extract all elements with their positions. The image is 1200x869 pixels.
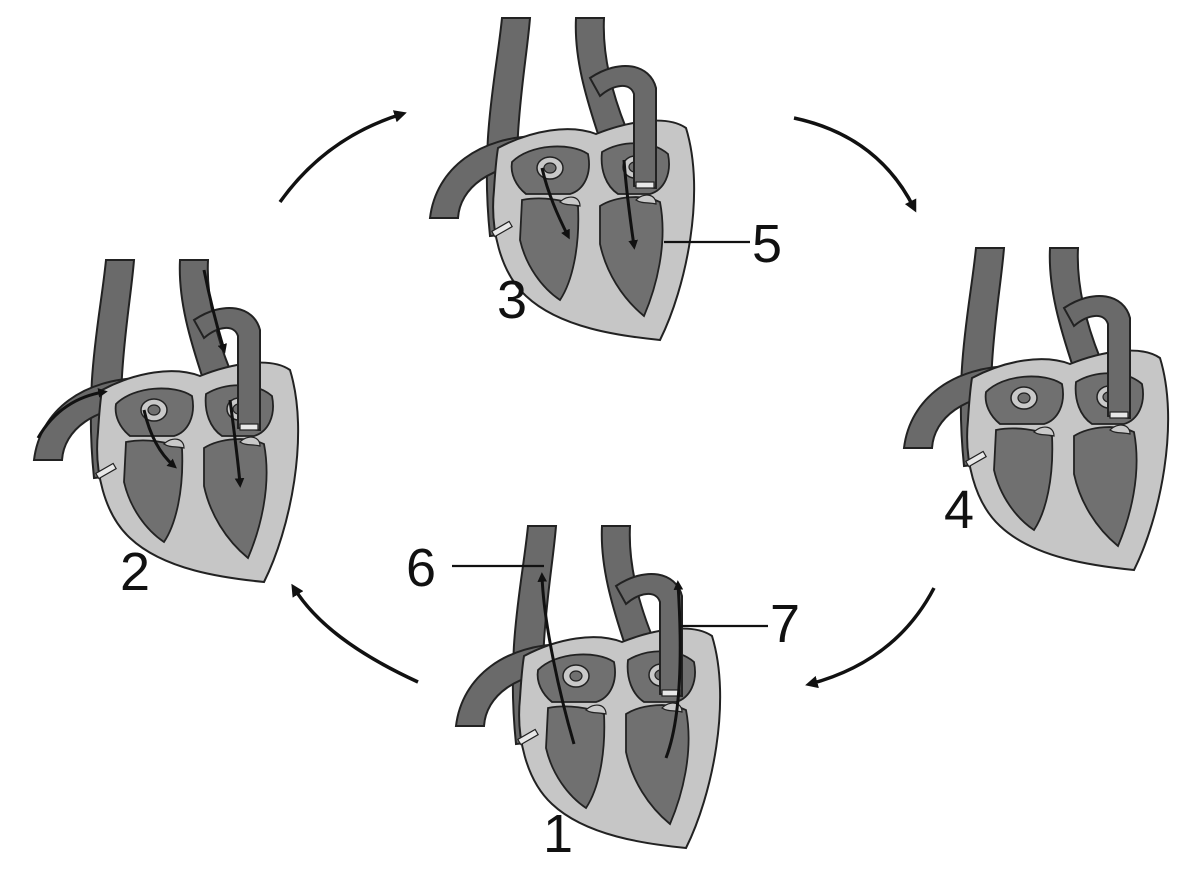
heart-icon [429,17,696,341]
cycle-arrow-2-to-3 [278,110,407,204]
stage-label-3: 3 [497,270,527,330]
cycle-arrow-4-to-1 [805,587,936,689]
callout-label-5: 5 [752,214,782,274]
stage-label-4: 4 [944,480,974,540]
cycle-arrow-1-to-2 [291,583,419,684]
callout-label-6: 6 [406,538,436,598]
cycle-arrow-3-to-4 [793,116,917,213]
stage-label-2: 2 [120,542,150,602]
stage-label-1: 1 [543,804,573,864]
heart-icon [455,525,722,849]
heart-icon [33,259,300,583]
callout-label-7: 7 [770,594,800,654]
